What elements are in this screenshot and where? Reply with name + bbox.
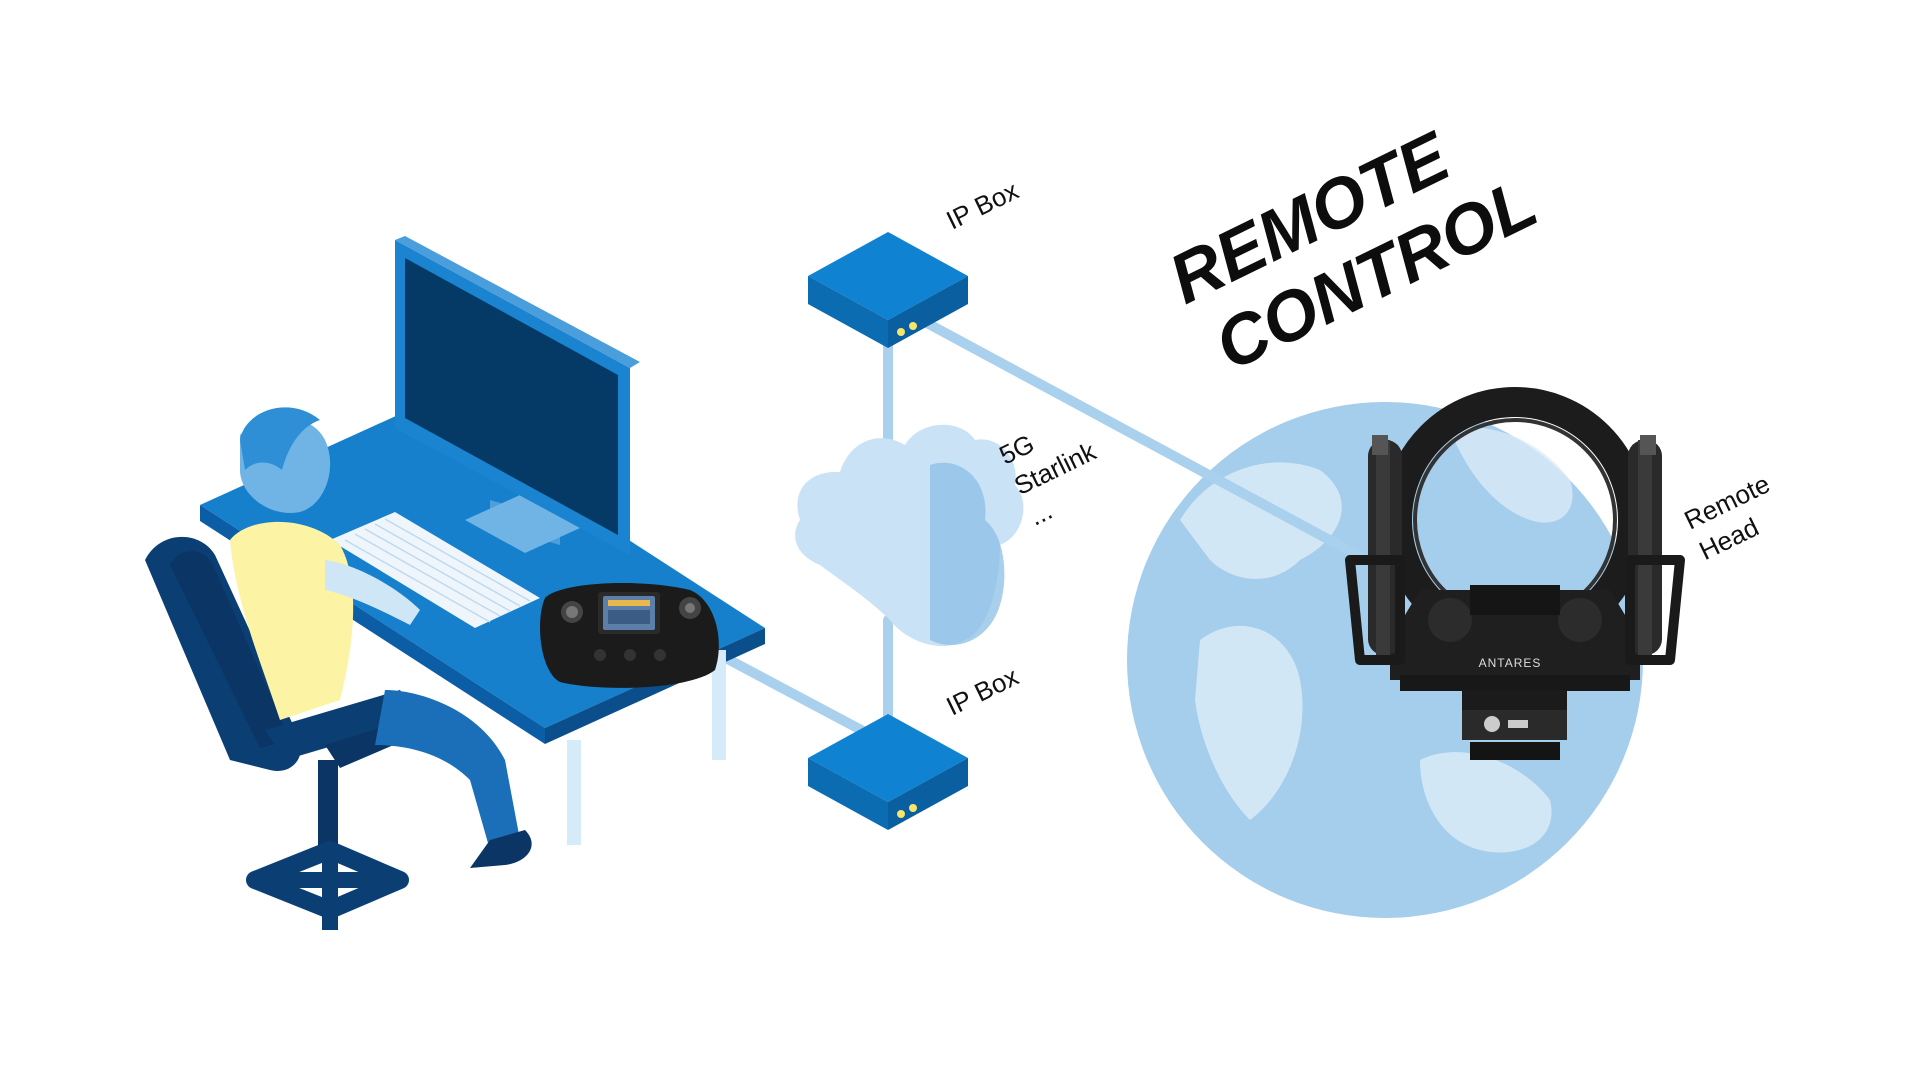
line-controller-to-bottom-box <box>715 650 885 745</box>
remote-controller <box>540 583 719 688</box>
person <box>230 407 532 868</box>
ip-box-top <box>808 232 968 348</box>
remote-head-label: Remote Head <box>1679 469 1774 566</box>
office-chair <box>145 536 420 930</box>
remote-head-brand: ANTARES <box>1479 656 1542 670</box>
ip-box-bottom <box>808 714 968 830</box>
connection-lines <box>715 317 1405 745</box>
monitor <box>395 236 640 555</box>
ip-box-top-label: IP Box <box>941 175 1023 235</box>
title: REMOTE CONTROL <box>1157 116 1548 385</box>
cloud-icon <box>795 424 1024 647</box>
ip-box-bottom-label: IP Box <box>941 661 1023 721</box>
remote-head: ANTARES <box>1345 387 1685 760</box>
keyboard <box>330 512 540 628</box>
network-label-line-3: ... <box>1024 495 1057 531</box>
line-top-box-to-head <box>920 317 1405 583</box>
